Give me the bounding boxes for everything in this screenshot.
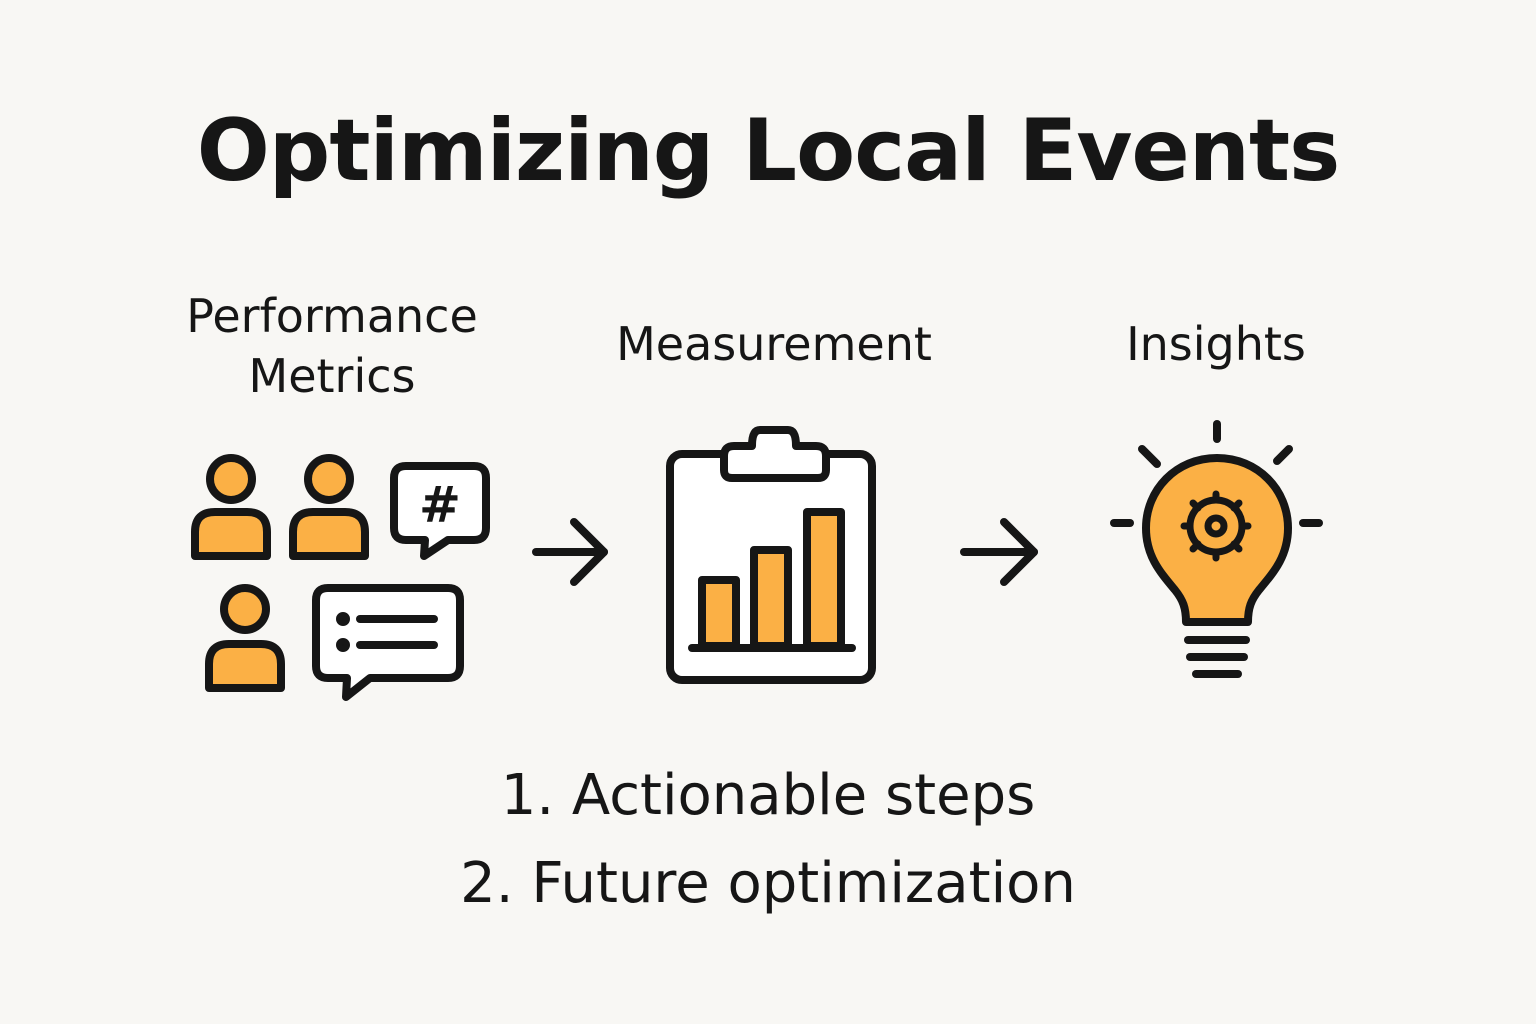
stage-label-line: Performance	[186, 289, 478, 343]
hashtag-symbol: #	[419, 476, 461, 534]
stage-label-line: Measurement	[616, 317, 932, 371]
light-rays	[1110, 420, 1323, 527]
page-title: Optimizing Local Events	[196, 101, 1341, 201]
stage-label-insights: Insights	[1016, 314, 1416, 374]
clipboard-bar-chart-icon	[666, 426, 876, 684]
people-feedback-icon: #	[191, 454, 490, 701]
stage-label-line: Metrics	[248, 349, 416, 403]
stage-label-line: Insights	[1126, 317, 1306, 371]
chart-bar	[698, 576, 740, 650]
arrow-right-icon	[532, 518, 608, 586]
step-item: 1. Actionable steps	[500, 763, 1036, 828]
person-icon	[289, 454, 369, 560]
person-icon	[191, 454, 271, 560]
action-steps-list: 1. Actionable steps 2. Future optimizati…	[0, 752, 1536, 928]
lightbulb-gear-icon	[1110, 420, 1323, 678]
step-item: 2. Future optimization	[460, 851, 1076, 916]
stage-label-measurement: Measurement	[574, 314, 974, 374]
person-icon	[205, 584, 285, 692]
chart-bar	[750, 546, 792, 650]
stage-label-performance-metrics: Performance Metrics	[132, 286, 532, 406]
arrow-right-icon	[960, 518, 1038, 586]
list-chat-bubble-icon	[312, 584, 464, 701]
gear	[1180, 490, 1252, 562]
chart-bar	[803, 508, 845, 650]
hashtag-chat-bubble-icon: #	[390, 462, 490, 560]
